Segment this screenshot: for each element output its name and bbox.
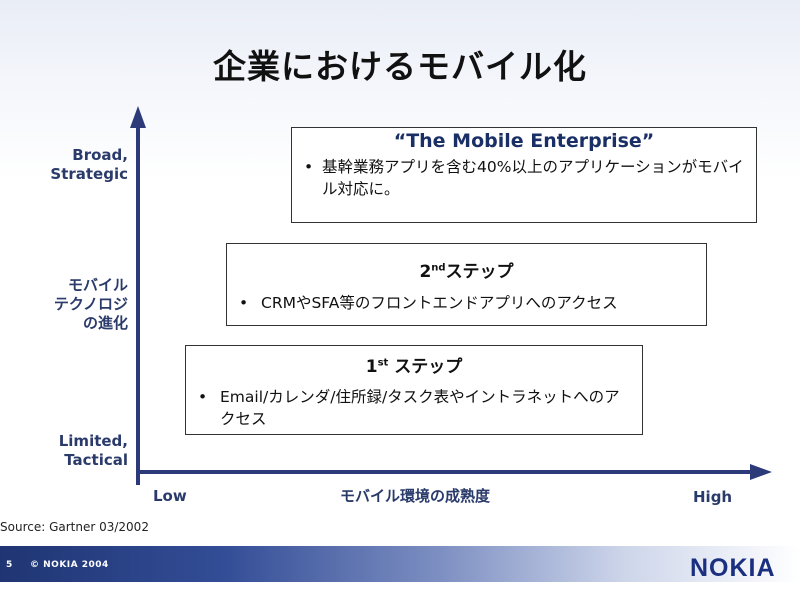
slide-title: 企業におけるモバイル化	[213, 47, 587, 86]
stage-box-first-step: 1st ステップ Email/カレンダ/住所録/タスク表やイントラネットへのアク…	[185, 345, 643, 435]
footer-bar	[0, 546, 800, 582]
y-axis-arrowhead	[130, 106, 146, 128]
y-axis-label-limited: Limited, Tactical	[30, 432, 128, 470]
stage-title-mobile-enterprise: “The Mobile Enterprise”	[393, 130, 655, 152]
step-number: 2	[419, 262, 432, 282]
step-number: 1	[365, 357, 378, 377]
y-title-line1: モバイル	[67, 276, 128, 294]
x-axis-arrowhead	[750, 464, 772, 480]
step-ordinal: nd	[431, 262, 446, 274]
y-title-line3: の進化	[82, 314, 128, 332]
stage-title-second-step: 2ndステップ	[227, 257, 706, 282]
copyright-text: © NOKIA 2004	[30, 560, 109, 570]
stage-box-second-step: 2ndステップ CRMやSFA等のフロントエンドアプリへのアクセス	[226, 243, 707, 326]
step-word: ステップ	[445, 262, 514, 282]
nokia-logo: NOKIA	[690, 554, 776, 582]
x-axis-title: モバイル環境の成熟度	[340, 487, 491, 505]
y-title-line2: テクノロジ	[53, 295, 128, 313]
page-number: 5	[6, 560, 13, 570]
y-label-limited-line1: Limited,	[58, 432, 128, 450]
y-label-broad-line2: Strategic	[50, 165, 128, 183]
source-citation: Source: Gartner 03/2002	[0, 520, 149, 534]
stage-title-first-step: 1st ステップ	[186, 352, 642, 377]
y-axis-title: モバイル テクノロジ の進化	[30, 276, 128, 333]
x-axis-label-high: High	[693, 488, 733, 506]
step-word: ステップ	[388, 357, 463, 377]
step-ordinal: st	[377, 357, 389, 369]
stage-bullet-first-step: Email/カレンダ/住所録/タスク表やイントラネットへのアクセス	[186, 386, 642, 430]
y-label-broad-line1: Broad,	[72, 146, 128, 164]
stage-bullet-mobile-enterprise: 基幹業務アプリを含む40%以上のアプリケーションがモバイル対応に。	[292, 156, 756, 200]
stage-bullet-second-step: CRMやSFA等のフロントエンドアプリへのアクセス	[227, 292, 706, 314]
stage-box-mobile-enterprise: “The Mobile Enterprise” 基幹業務アプリを含む40%以上の…	[291, 127, 757, 223]
x-axis-label-low: Low	[153, 487, 187, 505]
y-axis-label-broad: Broad, Strategic	[30, 146, 128, 184]
y-label-limited-line2: Tactical	[64, 451, 128, 469]
